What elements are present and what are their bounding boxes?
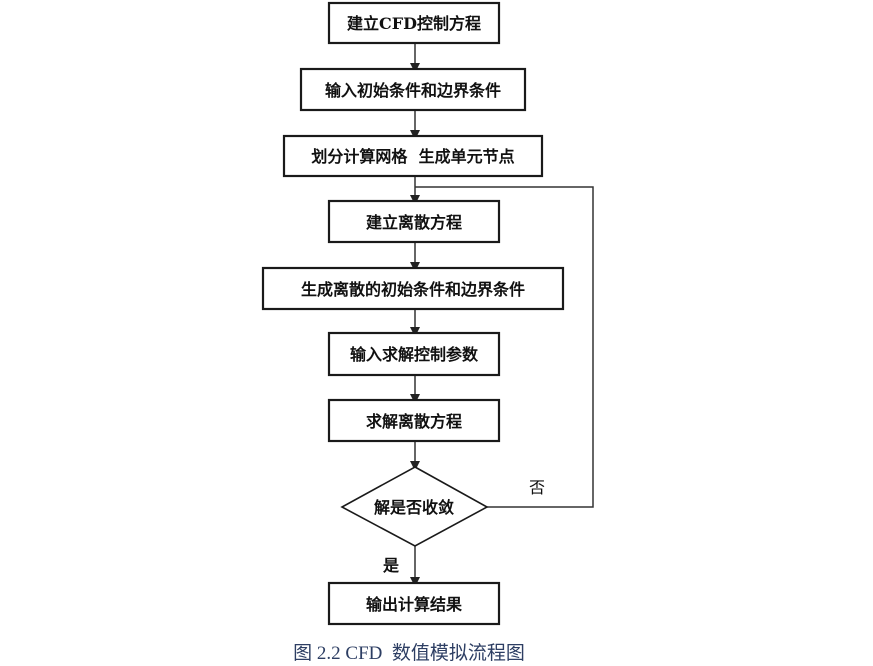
step-box-2: 输入初始条件和边界条件 bbox=[299, 67, 527, 112]
step-box-6: 输入求解控制参数 bbox=[327, 331, 501, 377]
figure-caption: 图 2.2 CFD 数值模拟流程图 bbox=[293, 642, 525, 664]
step-box-3: 划分计算网格 生成单元节点 bbox=[282, 134, 544, 178]
decision-diamond: 解是否收敛 bbox=[340, 466, 489, 547]
output-label: 输出计算结果 bbox=[366, 595, 462, 614]
step-label: 建立离散方程 bbox=[366, 213, 462, 232]
step-label: 划分计算网格 生成单元节点 bbox=[311, 147, 514, 166]
step-label: 建立CFD控制方程 bbox=[347, 14, 481, 33]
step-box-1: 建立CFD控制方程 bbox=[327, 1, 501, 45]
loop-back-line bbox=[415, 186, 594, 508]
step-label: 生成离散的初始条件和边界条件 bbox=[301, 280, 525, 299]
yes-label: 是 bbox=[382, 556, 399, 575]
no-label: 否 bbox=[529, 478, 545, 497]
step-box-5: 生成离散的初始条件和边界条件 bbox=[261, 266, 565, 311]
output-box: 输出计算结果 bbox=[327, 581, 501, 626]
step-label: 求解离散方程 bbox=[366, 412, 462, 431]
step-box-4: 建立离散方程 bbox=[327, 199, 501, 244]
step-label: 输入初始条件和边界条件 bbox=[325, 81, 501, 100]
step-label: 输入求解控制参数 bbox=[350, 345, 479, 364]
decision-label: 解是否收敛 bbox=[374, 498, 454, 517]
step-box-7: 求解离散方程 bbox=[327, 398, 501, 443]
